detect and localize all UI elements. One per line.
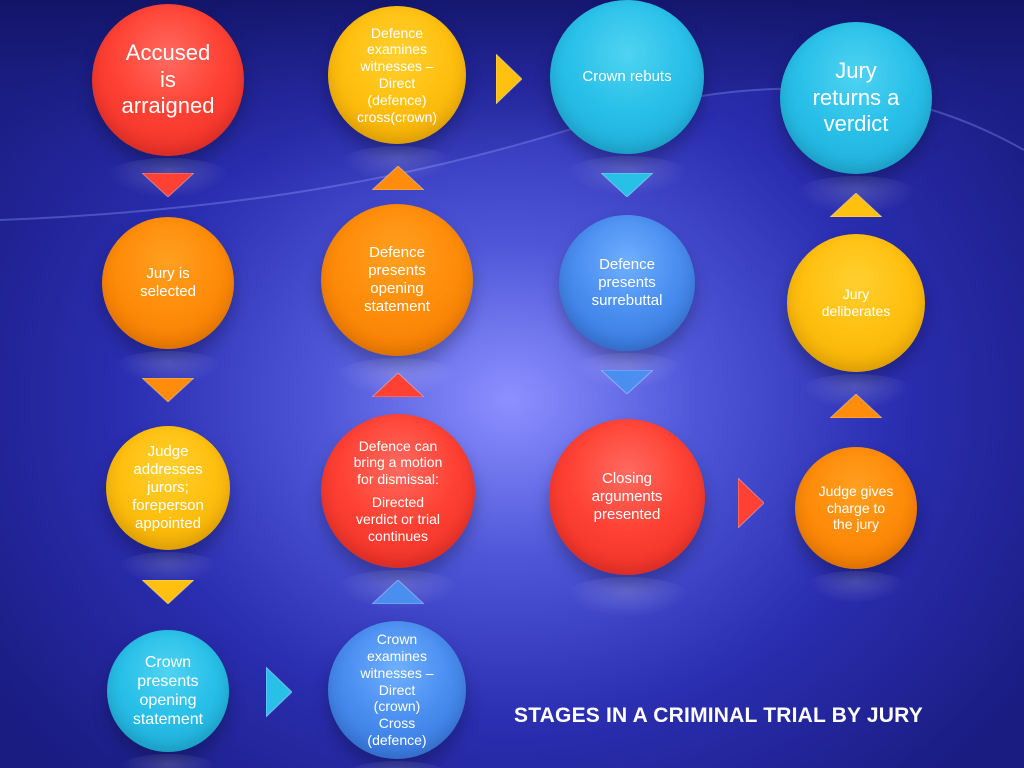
arrow-motion-to-defence-opening-up-arrow-icon <box>372 373 424 397</box>
stage-label: Defence presents opening statement <box>364 244 430 315</box>
stage-accused-arraigned: Accused is arraigned <box>92 4 244 156</box>
stage-label: Accused is arraigned <box>121 40 215 119</box>
stage-label: Crown presents opening statement <box>132 653 204 729</box>
stage-label: Defence can bring a motion for dismissal… <box>353 437 443 488</box>
arrow-crown-opening-to-crown-exam-right-arrow-icon <box>266 667 292 717</box>
arrow-charge-to-deliberates-up-arrow-icon <box>830 394 882 418</box>
stage-label: Judge addresses jurors; foreperson appoi… <box>132 443 204 532</box>
stage-crown-rebuts: Crown rebuts <box>550 0 704 154</box>
stage-label: Defence presents surrebuttal <box>591 256 663 309</box>
stage-judge-charge-jury: Judge gives charge to the jury <box>795 447 917 569</box>
arrow-closing-to-charge-right-arrow-icon <box>738 478 764 528</box>
stage-defence-opening-statement: Defence presents opening statement <box>321 204 473 356</box>
stage-label: Crown examines witnesses – Direct (crown… <box>360 631 434 748</box>
stage-label: Judge gives charge to the jury <box>818 482 894 533</box>
stage-label: Jury returns a verdict <box>812 58 900 137</box>
stage-label: Jury is selected <box>140 265 196 300</box>
slide-title: STAGES IN A CRIMINAL TRIAL BY JURY <box>514 704 923 727</box>
arrow-defence-opening-to-defence-exam-up-arrow-icon <box>372 166 424 190</box>
stage-closing-arguments: Closing arguments presented <box>549 419 705 575</box>
stage-crown-opening-statement: Crown presents opening statement <box>107 630 229 752</box>
stage-judge-addresses-jurors: Judge addresses jurors; foreperson appoi… <box>106 426 230 550</box>
stage-jury-deliberates: Jury deliberates <box>787 234 925 372</box>
arrow-deliberates-to-verdict-up-arrow-icon <box>830 193 882 217</box>
stage-label-secondary: Directed verdict or trial continues <box>355 494 441 544</box>
stage-label: Closing arguments presented <box>591 470 663 523</box>
arrow-selected-to-judge-down-arrow-icon <box>142 378 194 402</box>
stage-jury-verdict: Jury returns a verdict <box>780 22 932 174</box>
arrow-judge-to-crown-opening-down-arrow-icon <box>142 580 194 604</box>
stage-label: Jury deliberates <box>821 286 891 319</box>
arrow-rebuts-to-surrebuttal-down-arrow-icon <box>601 173 653 197</box>
arrow-surrebuttal-to-closing-down-arrow-icon <box>601 370 653 394</box>
stage-crown-examines-witnesses: Crown examines witnesses – Direct (crown… <box>328 621 466 759</box>
arrow-arraigned-to-selected-down-arrow-icon <box>142 173 194 197</box>
arrow-crown-exam-to-motion-up-arrow-icon <box>372 580 424 604</box>
stage-label: Defence examines witnesses – Direct (def… <box>356 24 438 125</box>
stage-jury-selected: Jury is selected <box>102 217 234 349</box>
stage-defence-examines-witnesses: Defence examines witnesses – Direct (def… <box>328 6 466 144</box>
stage-defence-surrebuttal: Defence presents surrebuttal <box>559 215 695 351</box>
stage-defence-motion-dismissal: Defence can bring a motion for dismissal… <box>321 414 475 568</box>
arrow-defence-exam-to-crown-rebuts-right-arrow-icon <box>496 54 522 104</box>
stage-label: Crown rebuts <box>582 68 672 85</box>
